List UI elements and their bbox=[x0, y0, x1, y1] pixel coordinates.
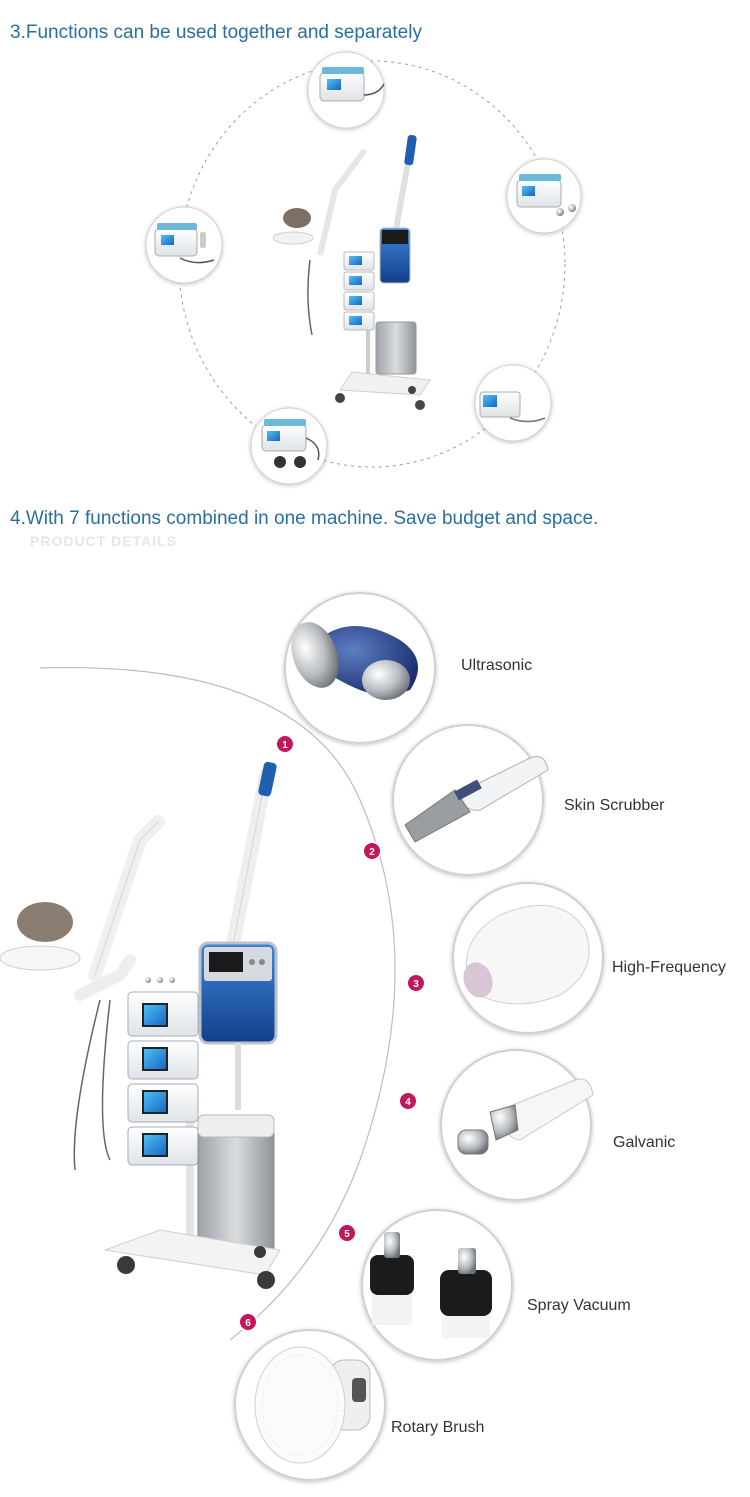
number-badge-5-bg bbox=[337, 1223, 357, 1243]
section-3-heading: 3.Functions can be used together and sep… bbox=[10, 22, 422, 43]
feature-arc bbox=[39, 666, 396, 1341]
number-badge-4-bg bbox=[398, 1091, 418, 1111]
feature-label-spray-vacuum: Spray Vacuum bbox=[527, 1297, 631, 1314]
module-stack bbox=[127, 977, 199, 1166]
feature-label-ultrasonic: Ultrasonic bbox=[461, 657, 533, 674]
section-4-heading: 4.With 7 functions combined in one machi… bbox=[10, 508, 599, 529]
galvanic-image bbox=[457, 1078, 594, 1155]
number-badge-1: 1 bbox=[282, 740, 288, 751]
number-badge-3: 3 bbox=[413, 979, 419, 990]
number-badge-6: 6 bbox=[245, 1318, 251, 1329]
number-badge-2: 2 bbox=[369, 847, 375, 858]
number-badge-2-bg bbox=[362, 841, 382, 861]
ultrasonic-probe-image bbox=[291, 622, 418, 700]
number-badge-5: 5 bbox=[344, 1229, 350, 1240]
badge-group bbox=[238, 734, 426, 1332]
rotary-brush-image bbox=[254, 1346, 371, 1464]
skin-scrubber-image bbox=[404, 756, 549, 843]
number-badge-1-bg bbox=[275, 734, 295, 754]
machine-large bbox=[0, 761, 281, 1289]
feature-label-skin-scrubber: Skin Scrubber bbox=[564, 797, 665, 814]
number-badge-4: 4 bbox=[405, 1097, 411, 1108]
product-details-watermark: PRODUCT DETAILS bbox=[30, 533, 177, 549]
feature-label-rotary-brush: Rotary Brush bbox=[391, 1419, 485, 1436]
feature-label-high-frequency: High-Frequency bbox=[612, 959, 726, 976]
number-badge-3-bg bbox=[406, 973, 426, 993]
machine-small bbox=[272, 134, 431, 410]
orbit-dashed-circle bbox=[178, 60, 566, 468]
number-badge-6-bg bbox=[238, 1312, 258, 1332]
spray-vacuum-image bbox=[370, 1232, 492, 1338]
high-frequency-image bbox=[463, 904, 590, 1005]
feature-label-galvanic: Galvanic bbox=[613, 1134, 676, 1151]
